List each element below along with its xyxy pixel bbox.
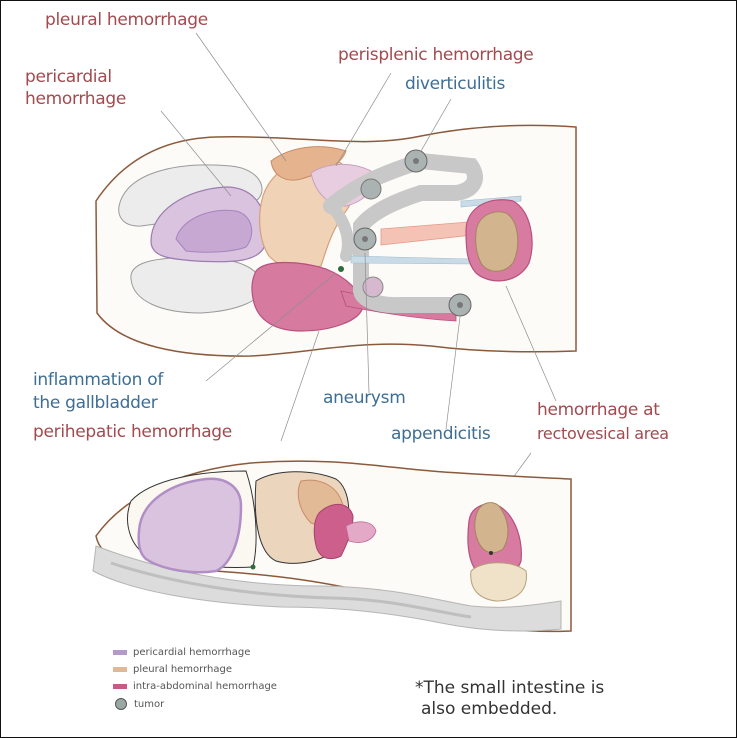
lateral-body-view [93, 461, 571, 631]
legend-swatch-intra-abdominal [113, 684, 127, 689]
lateral-marker-dot [251, 565, 256, 570]
legend-item-tumor: tumor [113, 698, 164, 710]
label-rectovesical-1: hemorrhage at [537, 401, 660, 421]
label-perihepatic-hemorrhage: perihepatic hemorrhage [33, 423, 232, 443]
label-pericardial-hemorrhage-2: hemorrhage [25, 90, 126, 110]
legend-swatch-pericardial [113, 650, 127, 655]
label-diverticulitis: diverticulitis [405, 75, 505, 95]
legend-item-intra-abdominal: intra-abdominal hemorrhage [113, 681, 277, 692]
footnote: *The small intestine is also embedded. [415, 678, 604, 721]
label-appendicitis: appendicitis [391, 425, 490, 445]
label-aneurysm: aneurysm [323, 389, 406, 409]
top-body-view [96, 125, 576, 356]
lateral-marker-dot-2 [489, 551, 493, 555]
legend-item-pericardial: pericardial hemorrhage [113, 647, 250, 658]
label-pleural-hemorrhage: pleural hemorrhage [45, 11, 208, 31]
label-perisplenic-hemorrhage: perisplenic hemorrhage [338, 46, 533, 66]
legend-item-pleural: pleural hemorrhage [113, 664, 232, 675]
tumor-aneurysm-core [362, 236, 368, 242]
legend-label-tumor: tumor [134, 699, 164, 710]
lateral-bladder-base [471, 563, 527, 601]
footnote-line-2: also embedded. [415, 699, 604, 720]
gallbladder-dot [338, 266, 344, 272]
label-inflammation-1: inflammation of [33, 371, 163, 391]
label-rectovesical-2: rectovesical area [537, 425, 669, 443]
tumor-upper [361, 179, 381, 199]
footnote-line-1: *The small intestine is [415, 678, 604, 699]
legend-swatch-tumor [115, 698, 127, 710]
legend-label-pericardial: pericardial hemorrhage [133, 647, 250, 658]
tumor-diverticulitis-core [413, 158, 419, 164]
rectovesical-inner [476, 212, 518, 271]
legend-label-intra-abdominal: intra-abdominal hemorrhage [133, 681, 277, 692]
legend-swatch-pleural [113, 667, 127, 672]
label-pericardial-hemorrhage-1: pericardial [25, 68, 112, 88]
tumor-appendicitis-core [457, 302, 463, 308]
legend-label-pleural: pleural hemorrhage [133, 664, 232, 675]
label-inflammation-2: the gallbladder [33, 394, 157, 414]
